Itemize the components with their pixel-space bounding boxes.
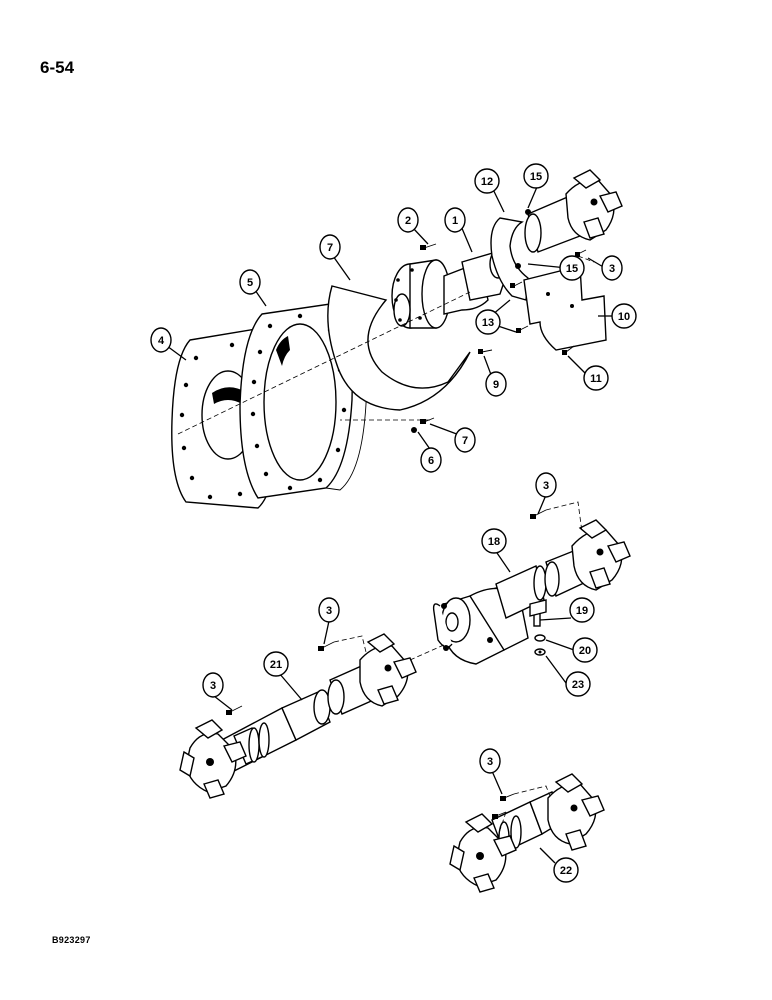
svg-text:22: 22 (560, 865, 572, 877)
bearing-block-part (432, 587, 529, 665)
svg-text:19: 19 (576, 605, 588, 617)
callout-15-bottom: 15 (559, 255, 585, 281)
callout-8: 7 (319, 234, 341, 260)
middle-bolt-parts (226, 509, 547, 715)
page-number: 6-54 (40, 58, 75, 77)
svg-text:3: 3 (543, 480, 549, 492)
svg-text:3: 3 (609, 263, 615, 275)
svg-text:4: 4 (158, 335, 165, 347)
callout-1: 1 (444, 207, 466, 233)
svg-text:1: 1 (452, 215, 458, 227)
callout-9: 9 (485, 371, 507, 397)
svg-text:11: 11 (590, 373, 602, 385)
svg-text:15: 15 (566, 263, 578, 275)
svg-text:18: 18 (488, 536, 500, 548)
svg-text:21: 21 (270, 659, 282, 671)
callout-20: 20 (572, 637, 598, 663)
callout-21: 21 (263, 651, 289, 677)
mount-bolt-part (529, 599, 547, 656)
callout-4: 4 (150, 327, 172, 353)
callout-19: 19 (569, 597, 595, 623)
svg-text:3: 3 (210, 680, 216, 692)
center-shaft-part (495, 519, 631, 619)
figure-code: B923297 (52, 935, 91, 945)
callout-3-lower-left: 3 (202, 672, 224, 698)
svg-text:9: 9 (493, 379, 499, 391)
callout-2: 2 (397, 207, 419, 233)
callout-15-top: 15 (523, 163, 549, 189)
shield-part (327, 285, 471, 411)
short-coupling-part (449, 773, 605, 893)
svg-text:6: 6 (428, 455, 434, 467)
callout-11: 11 (583, 365, 609, 391)
svg-text:7: 7 (462, 435, 468, 447)
yoke-shaft-part (524, 169, 623, 253)
svg-text:12: 12 (481, 176, 493, 188)
svg-text:3: 3 (487, 756, 493, 768)
callout-22: 22 (553, 857, 579, 883)
callout-7: 7 (454, 427, 476, 453)
callout-13: 13 (475, 309, 501, 335)
svg-text:20: 20 (579, 645, 591, 657)
callout-3-mid-right: 3 (535, 472, 557, 498)
callout-5: 5 (239, 269, 261, 295)
callout-3-upper: 3 (601, 255, 623, 281)
svg-text:10: 10 (618, 311, 630, 323)
svg-text:3: 3 (326, 605, 332, 617)
callout-3-lower: 3 (479, 748, 501, 774)
svg-text:23: 23 (572, 679, 584, 691)
callout-6: 6 (420, 447, 442, 473)
callout-10: 10 (611, 303, 637, 329)
support-bracket-part (523, 265, 607, 351)
callout-12: 12 (474, 168, 500, 194)
callout-18: 18 (481, 528, 507, 554)
callout-23: 23 (565, 671, 591, 697)
svg-text:2: 2 (405, 215, 411, 227)
housing-ring-part (239, 303, 367, 499)
callout-3-mid-left: 3 (318, 597, 340, 623)
svg-text:5: 5 (247, 277, 253, 289)
bolt-parts (411, 209, 587, 433)
lower-bolt-parts (492, 793, 515, 819)
svg-text:15: 15 (530, 171, 542, 183)
svg-text:13: 13 (482, 317, 494, 329)
svg-text:7: 7 (327, 242, 333, 254)
drive-shaft-part (179, 633, 417, 799)
centerline (177, 291, 471, 435)
